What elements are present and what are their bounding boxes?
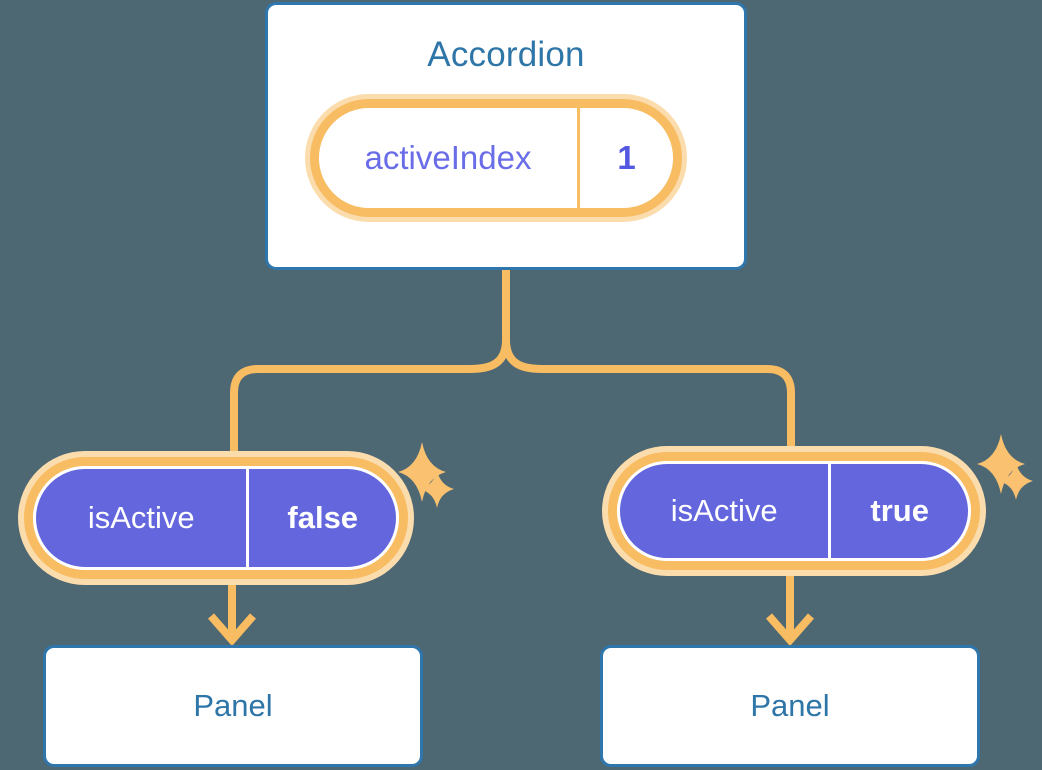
panel-card-left[interactable]: Panel: [43, 645, 423, 767]
panel-card-right[interactable]: Panel: [600, 645, 980, 767]
prop-value-isactive-right: true: [828, 464, 968, 558]
pill-body[interactable]: isActive false: [33, 466, 399, 570]
prop-value-activeindex: 1: [577, 108, 673, 208]
panel-left-title: Panel: [193, 688, 273, 723]
pill-ring: [24, 457, 408, 579]
pill-ring: [310, 99, 682, 217]
prop-value-isactive-left: false: [246, 469, 396, 567]
arrow-down-icon-right: [765, 613, 815, 647]
sparkle-icon-right-small: [999, 462, 1033, 500]
arrow-down-icon-left: [207, 613, 257, 647]
connector-split-junction-left: [230, 339, 510, 462]
accordion-card-title: Accordion: [427, 35, 585, 74]
pill-body[interactable]: isActive true: [617, 461, 971, 561]
pill-body[interactable]: activeIndex 1: [319, 108, 673, 208]
panel-right-title: Panel: [750, 688, 830, 723]
prop-key-activeindex: activeIndex: [364, 139, 532, 176]
sparkle-icon-right-large: [977, 434, 1025, 494]
connector-split-junction-right: [502, 339, 795, 456]
prop-key-isactive-left: isActive: [87, 500, 195, 535]
prop-key-isactive-right: isActive: [670, 493, 778, 528]
sparkle-icon-left-small: [420, 470, 454, 508]
pill-ring: [608, 452, 980, 570]
